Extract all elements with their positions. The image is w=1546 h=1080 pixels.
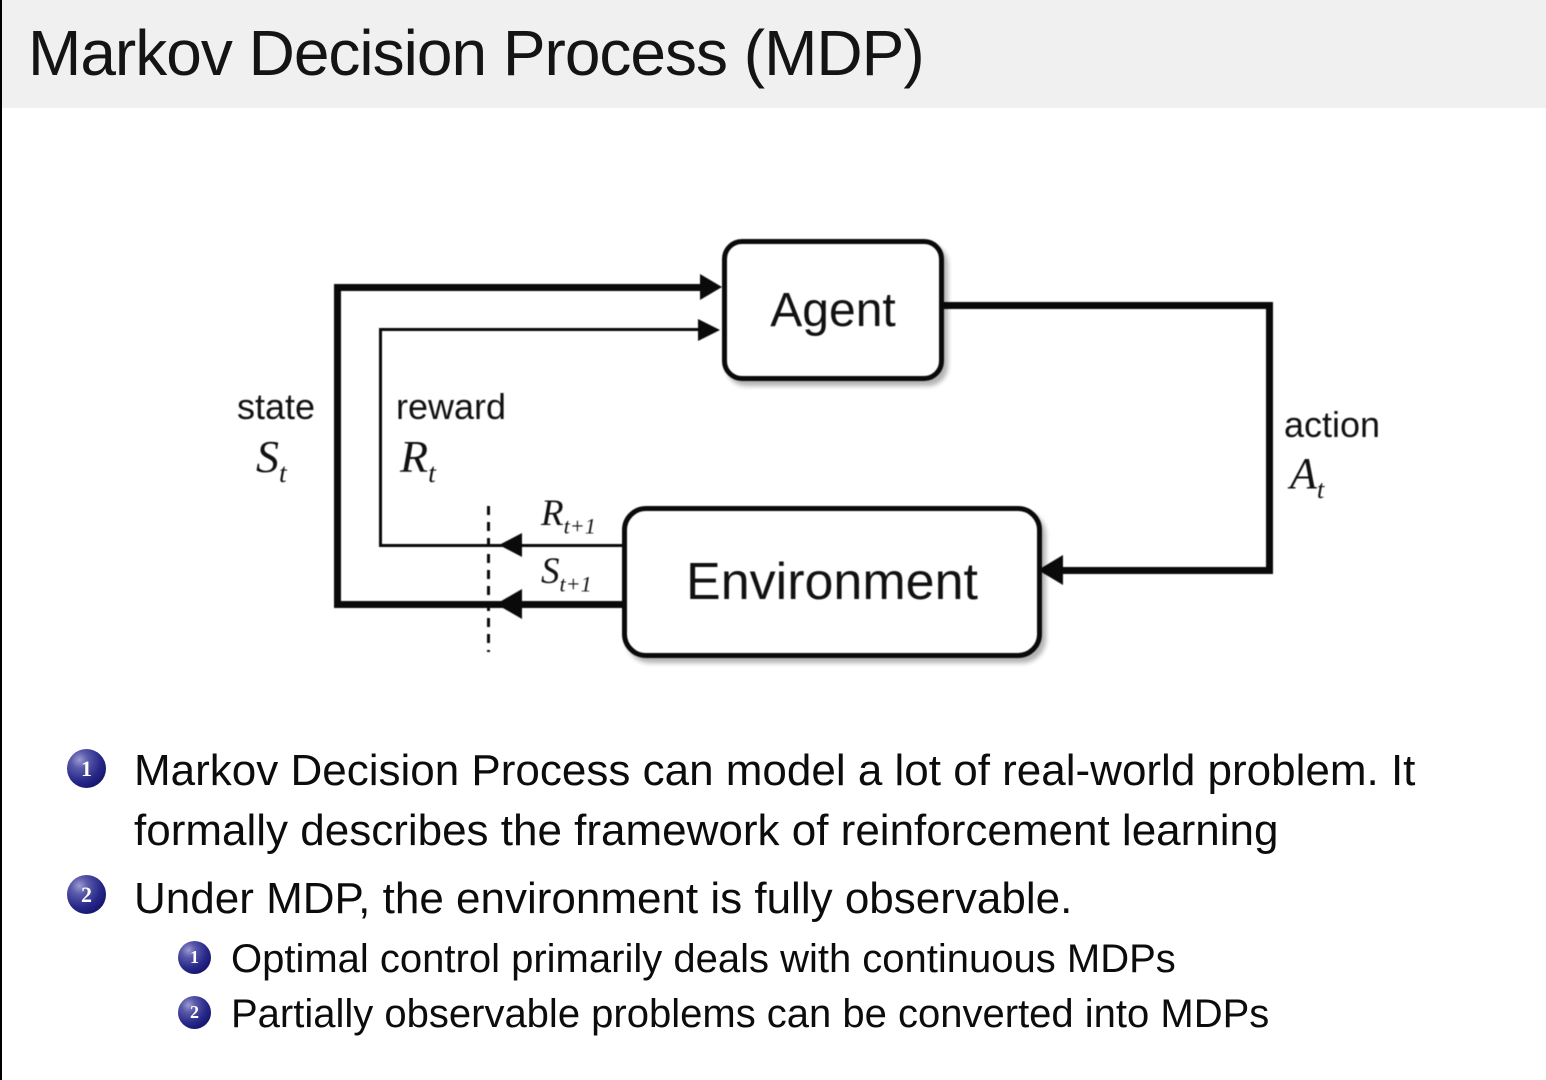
state-loop-vertical-line	[334, 284, 341, 608]
bullet-2-text: Under MDP, the environment is fully obse…	[134, 874, 1073, 923]
action-line-vertical	[1266, 302, 1273, 574]
agent-environment-diagram: Agent Environment state St reward Rt Rt+…	[236, 239, 1381, 658]
bullet-1-line-2: formally describes the framework of rein…	[134, 806, 1279, 855]
reward-to-agent-arrowhead-icon	[698, 319, 720, 341]
bullet-1-badge: 1	[67, 749, 106, 788]
reward-loop-vertical-line	[379, 328, 382, 547]
left-window-edge	[0, 0, 2, 1080]
reward-symbol: Rt	[400, 431, 436, 489]
action-line-top	[932, 302, 1273, 309]
bullet-2-badge: 2	[67, 875, 106, 914]
state-to-agent-line	[334, 284, 702, 291]
bullet-1-line-1: Markov Decision Process can model a lot …	[134, 746, 1416, 795]
title-bar	[0, 0, 1546, 108]
state-label: state	[236, 386, 316, 427]
sub-bullet-1-badge: 1	[178, 941, 211, 974]
page-title: Markov Decision Process (MDP)	[28, 17, 925, 89]
next-reward-arrowhead-icon	[499, 533, 522, 557]
state-symbol: St	[256, 431, 287, 489]
reward-to-agent-line	[379, 328, 702, 331]
environment-label: Environment	[686, 553, 978, 611]
sub-bullet-2-badge: 2	[178, 996, 211, 1029]
sub-bullet-1-text: Optimal control primarily deals with con…	[231, 937, 1176, 981]
action-line-bottom	[1044, 567, 1273, 574]
reward-label: reward	[396, 386, 507, 427]
next-state-arrowhead-icon	[496, 589, 522, 619]
next-state-line	[334, 601, 622, 608]
time-step-dashed-line	[487, 506, 490, 652]
next-state-symbol: St+1	[541, 551, 592, 597]
next-reward-symbol: Rt+1	[541, 493, 596, 539]
environment-box: Environment	[622, 506, 1042, 658]
state-to-agent-arrowhead-icon	[700, 274, 722, 300]
action-arrowhead-icon	[1038, 555, 1063, 585]
action-label: action	[1284, 404, 1381, 445]
sub-bullet-2-text: Partially observable problems can be con…	[231, 992, 1270, 1036]
bullet-1-text: Markov Decision Process can model a lot …	[134, 741, 1534, 861]
agent-box: Agent	[722, 239, 944, 381]
agent-label: Agent	[770, 283, 896, 337]
action-symbol: At	[1290, 449, 1325, 504]
